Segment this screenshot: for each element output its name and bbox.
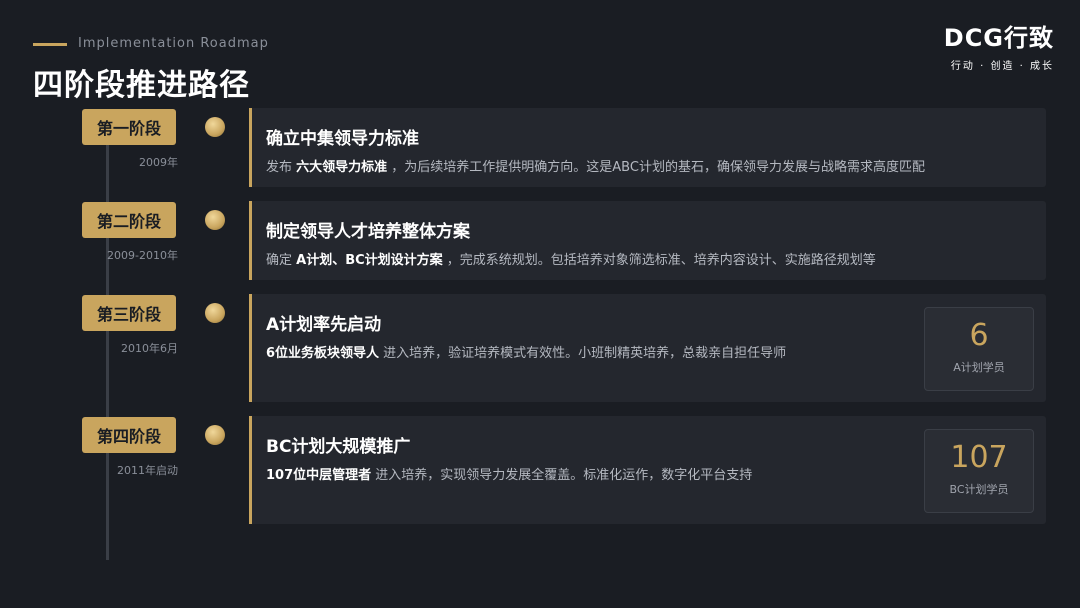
stage-card-1: 确立中集领导力标准 发布 六大领导力标准 ，为后续培养工作提供明确方向。这是AB… — [249, 108, 1046, 187]
stat-box: 107 BC计划学员 — [924, 429, 1034, 513]
timeline-dot-1 — [205, 117, 225, 137]
card-description: 确定 A计划、BC计划设计方案 ，完成系统规划。包括培养对象筛选标准、培养内容设… — [266, 249, 876, 268]
header-accent-line — [33, 43, 67, 46]
logo-tagline: 行动 · 创造 · 成长 — [950, 61, 1054, 72]
desc-highlight: 107位中层管理者 — [266, 468, 372, 483]
stage-card-4: BC计划大规模推广 107位中层管理者 进入培养，实现领导力发展全覆盖。标准化运… — [249, 416, 1046, 524]
card-title: BC计划大规模推广 — [266, 437, 411, 457]
stage-pill-4: 第四阶段 — [82, 417, 176, 453]
timeline-dot-4 — [205, 425, 225, 445]
card-title: 制定领导人才培养整体方案 — [266, 222, 470, 242]
card-description: 6位业务板块领导人 进入培养，验证培养模式有效性。小班制精英培养，总裁亲自担任导… — [266, 342, 786, 361]
card-description: 发布 六大领导力标准 ，为后续培养工作提供明确方向。这是ABC计划的基石，确保领… — [266, 156, 925, 175]
card-title: 确立中集领导力标准 — [266, 129, 419, 149]
desc-suffix: ，完成系统规划。包括培养对象筛选标准、培养内容设计、实施路径规划等 — [442, 253, 876, 268]
page-title: 四阶段推进路径 — [33, 68, 250, 103]
stage-date-1: 2009年 — [139, 156, 178, 169]
desc-highlight: A计划、BC计划设计方案 — [296, 253, 443, 268]
stage-card-2: 制定领导人才培养整体方案 确定 A计划、BC计划设计方案 ，完成系统规划。包括培… — [249, 201, 1046, 280]
desc-prefix: 确定 — [266, 253, 297, 268]
timeline-dot-2 — [205, 210, 225, 230]
stat-label: A计划学员 — [953, 361, 1005, 374]
logo: DCG行致 行动 · 创造 · 成长 — [944, 18, 1054, 72]
stage-pill-2: 第二阶段 — [82, 202, 176, 238]
stage-pill-1: 第一阶段 — [82, 109, 176, 145]
desc-suffix: 进入培养，验证培养模式有效性。小班制精英培养，总裁亲自担任导师 — [379, 346, 787, 361]
desc-suffix: 进入培养，实现领导力发展全覆盖。标准化运作，数字化平台支持 — [371, 468, 753, 483]
desc-prefix: 发布 — [266, 160, 297, 175]
logo-main: DCG行致 — [943, 24, 1054, 52]
desc-suffix: ，为后续培养工作提供明确方向。这是ABC计划的基石，确保领导力发展与战略需求高度… — [387, 160, 925, 175]
stage-date-2: 2009-2010年 — [107, 249, 178, 262]
timeline-dot-3 — [205, 303, 225, 323]
stage-date-3: 2010年6月 — [121, 342, 178, 355]
desc-highlight: 6位业务板块领导人 — [266, 346, 380, 361]
stage-card-3: A计划率先启动 6位业务板块领导人 进入培养，验证培养模式有效性。小班制精英培养… — [249, 294, 1046, 402]
stat-value: 6 — [969, 318, 989, 353]
stat-value: 107 — [950, 440, 1008, 475]
card-title: A计划率先启动 — [266, 315, 382, 335]
stat-box: 6 A计划学员 — [924, 307, 1034, 391]
stage-date-4: 2011年启动 — [117, 464, 178, 477]
desc-highlight: 六大领导力标准 — [296, 160, 388, 175]
page-subtitle: Implementation Roadmap — [78, 36, 269, 51]
timeline-line — [106, 130, 109, 560]
card-description: 107位中层管理者 进入培养，实现领导力发展全覆盖。标准化运作，数字化平台支持 — [266, 464, 752, 483]
stage-pill-3: 第三阶段 — [82, 295, 176, 331]
stat-label: BC计划学员 — [949, 483, 1009, 496]
